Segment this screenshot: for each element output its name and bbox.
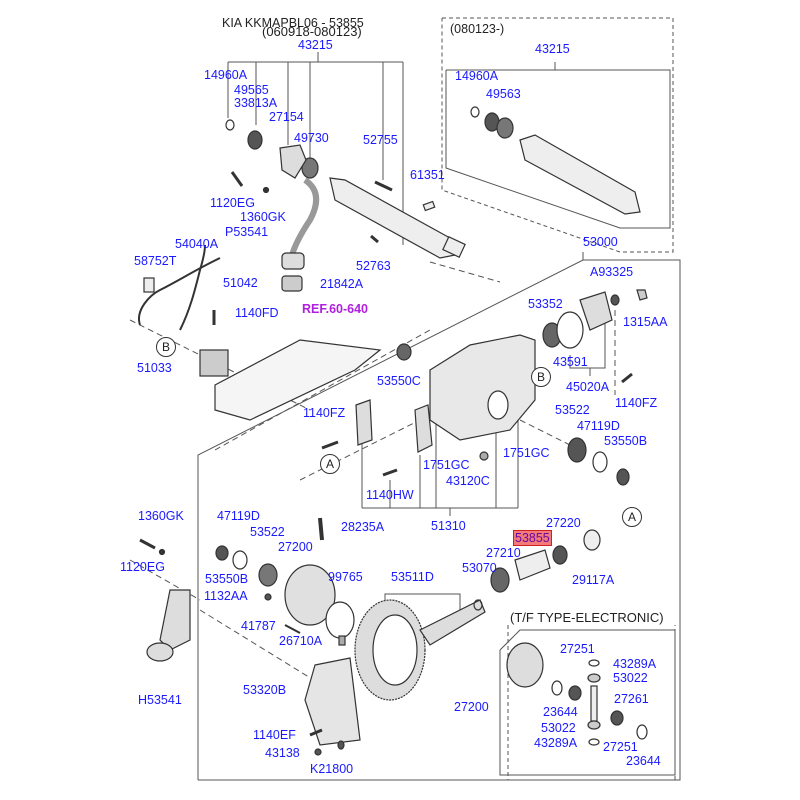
part-label-K21800[interactable]: K21800	[310, 762, 354, 776]
inset-label-27251-top[interactable]: 27251	[560, 642, 595, 656]
part-label-53550C[interactable]: 53550C	[377, 374, 421, 388]
inset-border-top	[441, 17, 674, 253]
part-label-1132AA[interactable]: 1132AA	[204, 589, 248, 603]
propeller-shaft	[329, 177, 456, 259]
propeller-shaft-new	[519, 134, 641, 215]
part-label-43591[interactable]: 43591	[553, 355, 588, 369]
inset-label-43289A-bottom[interactable]: 43289A	[534, 736, 578, 750]
reference-link[interactable]: REF.60-640	[302, 302, 369, 316]
part-label-99765[interactable]: 99765	[328, 570, 363, 584]
part-label-P53541[interactable]: P53541	[225, 225, 269, 239]
part-label-58752T[interactable]: 58752T	[134, 254, 177, 268]
part-label-1120EG-top[interactable]: 1120EG	[210, 196, 255, 210]
skid-plate	[214, 339, 382, 421]
part-label-47119D-left[interactable]: 47119D	[217, 509, 260, 523]
part-label-53320B[interactable]: 53320B	[243, 683, 287, 697]
diagram-title: KIA KKMAPBL06 - 53855	[222, 16, 364, 30]
part-label-H53541[interactable]: H53541	[138, 693, 182, 707]
part-label-52763[interactable]: 52763	[356, 259, 391, 273]
callout-A-left[interactable]: A	[320, 454, 340, 474]
part-label-1120EG-left[interactable]: 1120EG	[120, 560, 165, 574]
part-label-53522-right[interactable]: 53522	[555, 403, 590, 417]
part-label-53352[interactable]: 53352	[528, 297, 563, 311]
part-label-54040A[interactable]: 54040A	[175, 237, 219, 251]
part-label-47119D-right[interactable]: 47119D	[577, 419, 620, 433]
part-label-52755[interactable]: 52755	[363, 133, 398, 147]
part-label-61351[interactable]: 61351	[410, 168, 445, 182]
differential-carrier	[429, 334, 536, 441]
part-label-41787[interactable]: 41787	[241, 619, 276, 633]
part-label-33813A[interactable]: 33813A	[234, 96, 278, 110]
part-label-1315AA[interactable]: 1315AA	[623, 315, 668, 329]
part-label-27154[interactable]: 27154	[269, 110, 304, 124]
differential-cover	[304, 657, 361, 746]
part-label-14960A-new[interactable]: 14960A	[455, 69, 499, 83]
inset-label-27200[interactable]: 27200	[454, 700, 489, 714]
part-label-51042[interactable]: 51042	[223, 276, 258, 290]
part-label-53511D[interactable]: 53511D	[391, 570, 434, 584]
inset-caption-bottom: (T/F TYPE-ELECTRONIC)	[510, 610, 664, 625]
part-label-A93325[interactable]: A93325	[590, 265, 634, 279]
part-label-43215[interactable]: 43215	[298, 38, 333, 52]
part-label-27200[interactable]: 27200	[278, 540, 313, 554]
part-label-29117A[interactable]: 29117A	[572, 573, 615, 587]
part-label-1140HW[interactable]: 1140HW	[366, 488, 414, 502]
callout-A-right[interactable]: A	[622, 507, 642, 527]
part-label-49563[interactable]: 49563	[486, 87, 521, 101]
part-label-1140FZ-left[interactable]: 1140FZ	[303, 406, 346, 420]
part-label-53000[interactable]: 53000	[583, 235, 618, 249]
part-label-1751GC-left[interactable]: 1751GC	[423, 458, 470, 472]
part-label-43138[interactable]: 43138	[265, 746, 300, 760]
inset-label-23644-left[interactable]: 23644	[543, 705, 578, 719]
inset-caption-top: (080123-)	[450, 22, 505, 36]
part-label-27220[interactable]: 27220	[546, 516, 581, 530]
part-label-43120C[interactable]: 43120C	[446, 474, 490, 488]
part-label-53522-left[interactable]: 53522	[250, 525, 285, 539]
part-label-1140FZ-right[interactable]: 1140FZ	[615, 396, 658, 410]
part-label-53070[interactable]: 53070	[462, 561, 497, 575]
part-label-53550B-left[interactable]: 53550B	[205, 572, 249, 586]
part-label-21842A[interactable]: 21842A	[320, 277, 364, 291]
callout-B-right[interactable]: B	[531, 367, 551, 387]
part-label-43215-new[interactable]: 43215	[535, 42, 570, 56]
inset-label-53022-bottom[interactable]: 53022	[541, 721, 576, 735]
part-label-14960A[interactable]: 14960A	[204, 68, 248, 82]
inset-frame-bottom	[499, 629, 676, 776]
inset-label-27251-bottom[interactable]: 27251	[603, 740, 638, 754]
inset-label-27261[interactable]: 27261	[614, 692, 649, 706]
part-label-51033[interactable]: 51033	[137, 361, 172, 375]
part-label-53855-highlighted[interactable]: 53855	[513, 530, 552, 546]
part-label-1360GK-left[interactable]: 1360GK	[138, 509, 184, 523]
differential-case	[284, 564, 336, 626]
inset-frame-top	[445, 69, 671, 229]
part-label-28235A[interactable]: 28235A	[341, 520, 385, 534]
part-label-49565[interactable]: 49565	[234, 83, 269, 97]
part-label-49730[interactable]: 49730	[294, 131, 329, 145]
part-label-1751GC-right[interactable]: 1751GC	[503, 446, 550, 460]
part-label-1140EF[interactable]: 1140EF	[253, 728, 296, 742]
part-label-1360GK-top[interactable]: 1360GK	[240, 210, 286, 224]
part-label-53550B-right[interactable]: 53550B	[604, 434, 648, 448]
part-label-51310[interactable]: 51310	[431, 519, 466, 533]
part-label-27210[interactable]: 27210	[486, 546, 521, 560]
inset-label-53022-top[interactable]: 53022	[613, 671, 648, 685]
part-label-45020A[interactable]: 45020A	[566, 380, 610, 394]
inset-label-43289A-top[interactable]: 43289A	[613, 657, 657, 671]
callout-B-left[interactable]: B	[156, 337, 176, 357]
inset-label-23644-right[interactable]: 23644	[626, 754, 661, 768]
part-label-1140FD[interactable]: 1140FD	[235, 306, 279, 320]
date-range: (060918-080123)	[262, 24, 362, 39]
part-label-26710A[interactable]: 26710A	[279, 634, 323, 648]
